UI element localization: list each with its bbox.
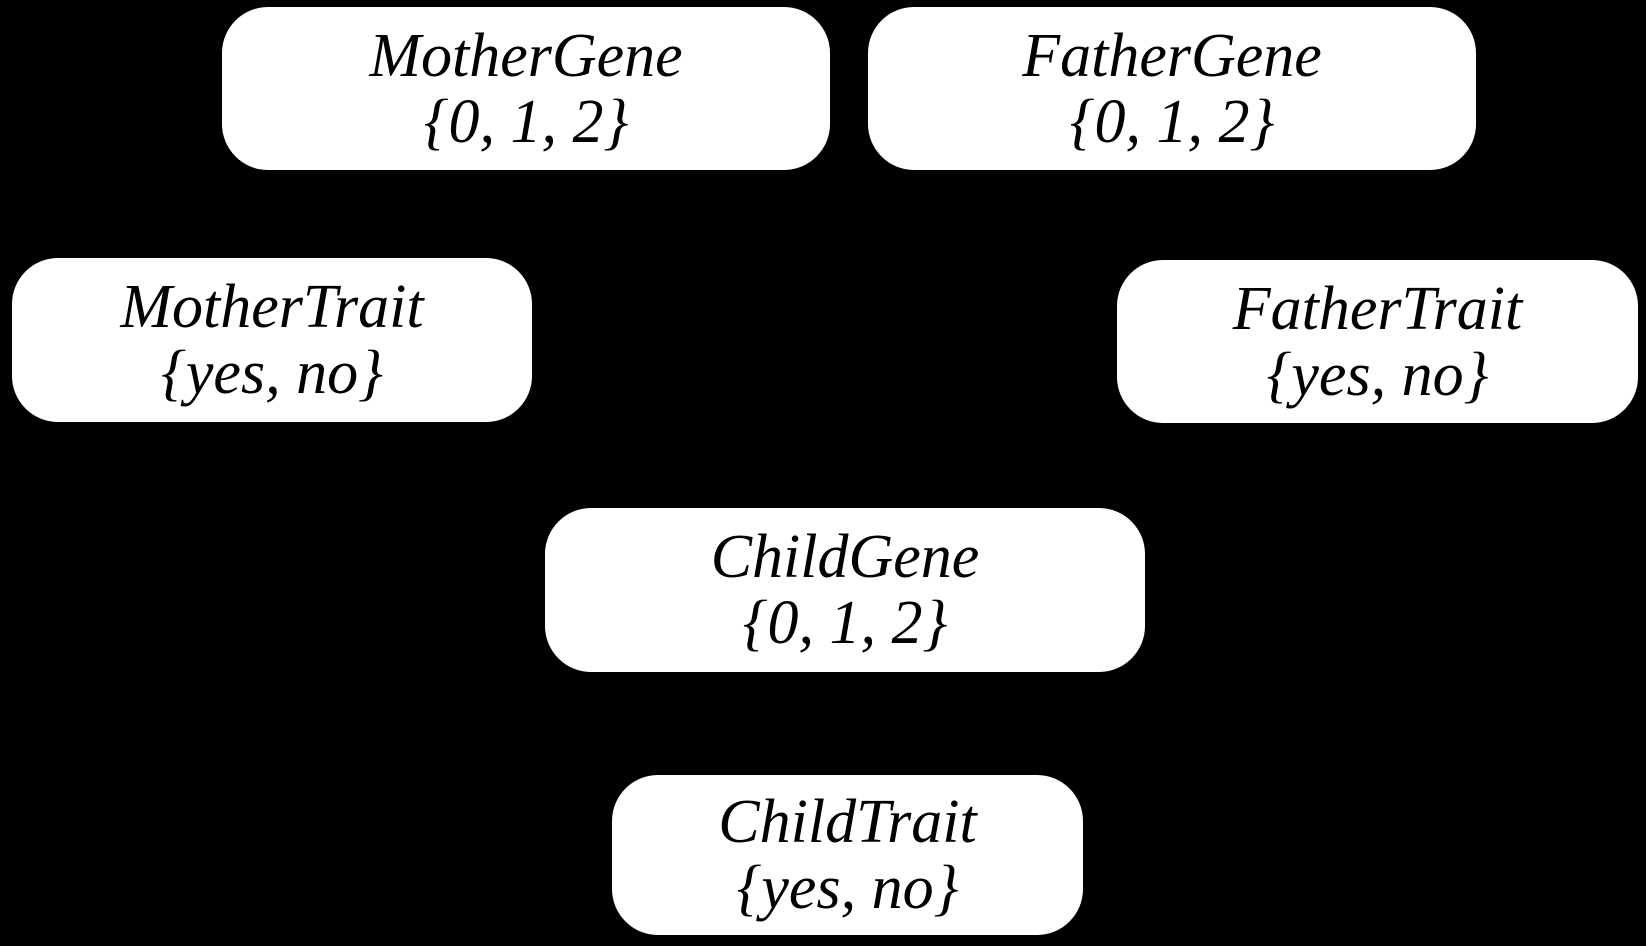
node-father-gene-values: {0, 1, 2}	[1069, 87, 1275, 156]
node-father-trait-label: FatherTrait	[1232, 274, 1523, 343]
node-child-trait: ChildTrait {yes, no}	[612, 775, 1083, 935]
node-father-trait-values: {yes, no}	[1266, 340, 1489, 409]
node-child-gene-label: ChildGene	[710, 523, 980, 591]
node-child-trait-values: {yes, no}	[736, 854, 959, 922]
node-mother-trait-label: MotherTrait	[120, 273, 424, 341]
node-mother-trait-values: {yes, no}	[161, 339, 383, 407]
node-father-trait: FatherTrait {yes, no}	[1117, 260, 1638, 423]
node-mother-gene-values: {0, 1, 2}	[423, 87, 629, 156]
node-mother-gene: MotherGene {0, 1, 2}	[222, 7, 830, 170]
node-father-gene-label: FatherGene	[1022, 21, 1322, 90]
node-child-trait-label: ChildTrait	[718, 788, 977, 856]
node-child-gene-values: {0, 1, 2}	[742, 589, 948, 657]
node-mother-gene-label: MotherGene	[369, 21, 683, 90]
node-child-gene: ChildGene {0, 1, 2}	[545, 508, 1145, 672]
node-mother-trait: MotherTrait {yes, no}	[12, 258, 532, 422]
node-father-gene: FatherGene {0, 1, 2}	[868, 7, 1476, 170]
